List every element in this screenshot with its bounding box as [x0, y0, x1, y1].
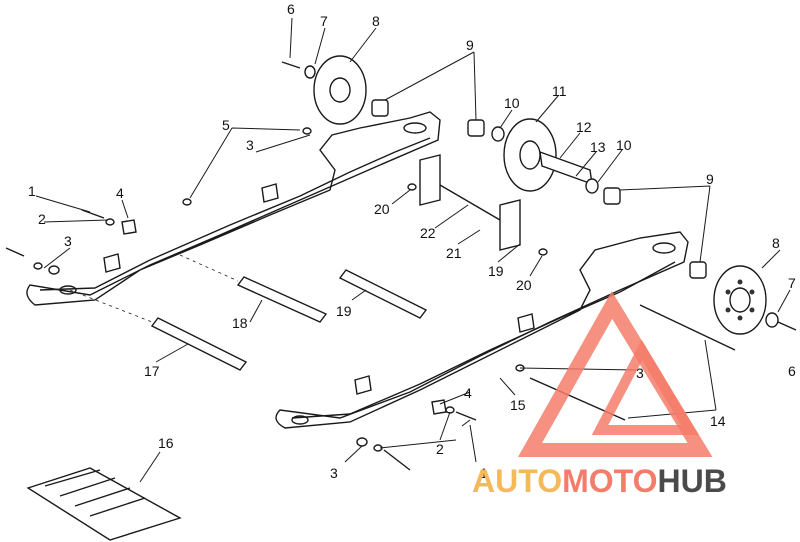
- callout-3-left: 3: [64, 233, 72, 249]
- callout-8-top: 8: [372, 13, 380, 29]
- watermark-triangle-inner: [591, 339, 699, 435]
- callout-4-left: 4: [116, 185, 124, 201]
- callout-16: 16: [158, 435, 174, 451]
- block-9-b: [467, 119, 485, 137]
- callout-5: 5: [222, 117, 230, 133]
- center-bracket: [419, 154, 521, 251]
- watermark-logo: AUTOMOTOHUB: [472, 291, 727, 499]
- idler-wheel-top: [313, 55, 367, 125]
- callout-21: 21: [446, 245, 462, 261]
- block-9-c: [603, 187, 621, 205]
- callout-20-bottom: 20: [516, 277, 532, 293]
- callout-3-top: 3: [246, 137, 254, 153]
- callout-14: 14: [710, 413, 726, 429]
- callout-13: 13: [590, 139, 606, 155]
- callout-6-top: 6: [287, 1, 295, 17]
- watermark-text-auto: AUTO: [472, 463, 562, 499]
- callout-4-bottom: 4: [464, 385, 472, 401]
- block-9-a: [371, 99, 389, 117]
- block-9-d: [689, 261, 707, 279]
- callout-7-top: 7: [320, 13, 328, 29]
- callout-20-top: 20: [374, 201, 390, 217]
- callout-6-right: 6: [788, 363, 796, 379]
- callout-10-top: 10: [504, 95, 520, 111]
- right-rail: [275, 231, 689, 429]
- callout-19-center: 19: [488, 263, 504, 279]
- callout-19-shaft: 19: [336, 303, 352, 319]
- callout-2-bottom: 2: [436, 441, 444, 457]
- left-rail: [26, 111, 441, 306]
- callout-15: 15: [510, 397, 526, 413]
- track-clip: [26, 467, 182, 541]
- callout-8-right: 8: [772, 235, 780, 251]
- callout-1-bottom: 1: [480, 465, 488, 481]
- hardware: [5, 61, 797, 471]
- long-bolt-14-a: [639, 304, 736, 351]
- callout-3-right: 3: [636, 365, 644, 381]
- leader-lines: [35, 17, 791, 483]
- callout-2-left: 2: [38, 211, 46, 227]
- callout-9-right: 9: [706, 171, 714, 187]
- callout-10-right: 10: [616, 137, 632, 153]
- watermark-text-hub: HUB: [657, 463, 726, 499]
- callout-17: 17: [144, 363, 160, 379]
- callout-9-top: 9: [466, 37, 474, 53]
- callout-11: 11: [552, 83, 567, 99]
- cross-shaft-17: [69, 289, 248, 371]
- cross-shaft-18: [179, 254, 328, 323]
- callout-12: 12: [576, 119, 592, 135]
- callout-1-left: 1: [28, 183, 36, 199]
- cross-shaft-19: [338, 269, 428, 319]
- callout-22: 22: [420, 225, 436, 241]
- idler-wheel-right: [713, 265, 767, 335]
- callout-18: 18: [232, 315, 248, 331]
- callout-3-bottom: 3: [330, 465, 338, 481]
- svg-text:AUTOMOTOHUB: AUTOMOTOHUB: [472, 463, 727, 499]
- rear-wheel-axle: [503, 118, 593, 192]
- callout-7-right: 7: [788, 275, 796, 291]
- watermark-text-moto: MOTO: [562, 463, 657, 499]
- callout-labels: 6 7 8 9 5 3 10 11 12 13 10 9 8 7 6 1 2 3…: [28, 1, 796, 481]
